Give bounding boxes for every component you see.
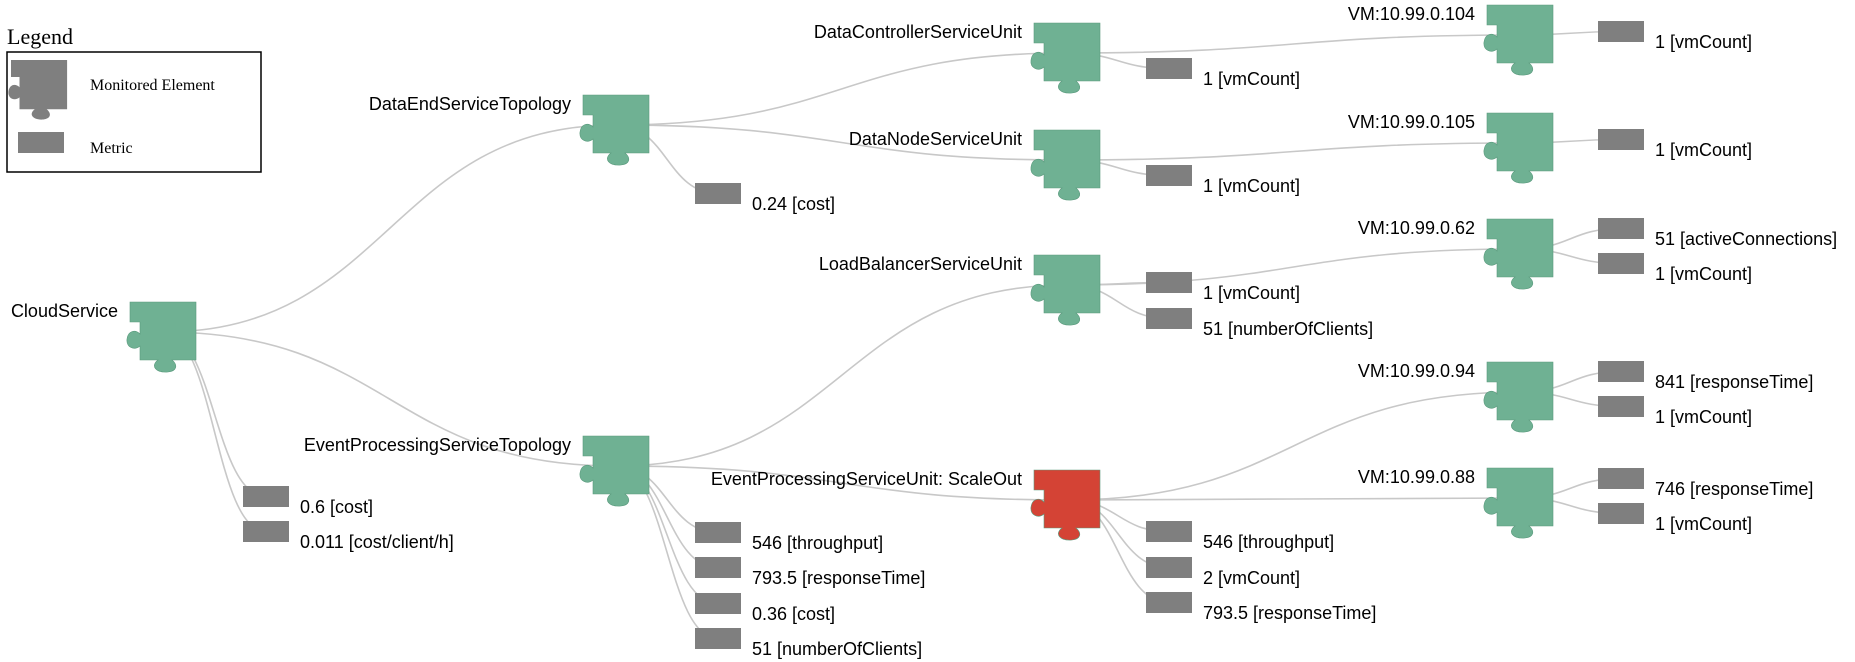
edge-dataend-datanode [615,124,1068,161]
monitored-element-eventproc[interactable] [579,435,650,507]
metric-box-m_vm94_vm[interactable] [1598,396,1644,417]
metric-box-m_dc_vm[interactable] [1146,58,1192,79]
metric-box-m_ep_noc[interactable] [695,628,741,649]
monitored-element-lb[interactable] [1030,254,1101,326]
metric-box-m_ep_rt[interactable] [695,557,741,578]
element-label-lb: LoadBalancerServiceUnit [819,254,1022,274]
metric-box-m_su_rt[interactable] [1146,592,1192,613]
metric-label-m_de_cost: 0.24 [cost] [752,194,835,214]
element-label-vm88: VM:10.99.0.88 [1358,467,1475,487]
monitored-element-datactrl[interactable] [1030,22,1101,94]
metric-box-m_vm88_vm[interactable] [1598,503,1644,524]
element-label-vm105: VM:10.99.0.105 [1348,112,1475,132]
edge-datactrl-vm104 [1066,34,1521,54]
metric-label-m_ep_tp: 546 [throughput] [752,533,883,553]
puzzle-icon [1483,218,1554,290]
metric-box-m_vm62_ac[interactable] [1598,218,1644,239]
element-label-epsu: EventProcessingServiceUnit: ScaleOut [711,469,1022,489]
edge-eventproc-epsu [615,465,1068,501]
metric-label-m_vm62_vm: 1 [vmCount] [1655,264,1752,284]
monitored-element-vm88[interactable] [1483,467,1554,539]
edge-cloud-dataend [162,124,617,333]
monitored-element-datanode[interactable] [1030,129,1101,201]
metric-label-m_vm88_rt: 746 [responseTime] [1655,479,1813,499]
metric-label-m_ep_noc: 51 [numberOfClients] [752,639,922,659]
monitored-element-vm62[interactable] [1483,218,1554,290]
metric-box-m_su_vm[interactable] [1146,557,1192,578]
metric-label-m_lb_vm: 1 [vmCount] [1203,283,1300,303]
element-label-datanode: DataNodeServiceUnit [849,129,1022,149]
metric-label-m_dc_vm: 1 [vmCount] [1203,69,1300,89]
elements-layer: CloudService DataEndServiceTopologyEventP… [11,4,1554,541]
metric-box-m_ep_cost[interactable] [695,593,741,614]
puzzle-icon [1483,467,1554,539]
metric-label-m_vm105_vm: 1 [vmCount] [1655,140,1752,160]
element-label-cloud: CloudService [11,301,118,321]
puzzle-icon [1030,254,1101,326]
metric-label-m_vm88_vm: 1 [vmCount] [1655,514,1752,534]
element-label-vm62: VM:10.99.0.62 [1358,218,1475,238]
metric-box-m_vm94_rt[interactable] [1598,361,1644,382]
edge-epsu-vm94 [1066,391,1521,501]
monitored-element-vm104[interactable] [1483,4,1554,76]
monitored-element-cloud[interactable] [126,301,197,373]
metric-box-m_de_cost[interactable] [695,183,741,204]
monitored-element-dataend[interactable] [579,94,650,166]
metric-box-m_cloud_cost[interactable] [243,486,289,507]
metric-label-m_lb_noc: 51 [numberOfClients] [1203,319,1373,339]
metric-label-m_cloud_cch: 0.011 [cost/client/h] [300,532,454,552]
metric-label-m_cloud_cost: 0.6 [cost] [300,497,373,517]
monitored-element-vm94[interactable] [1483,361,1554,433]
metric-label-m_su_rt: 793.5 [responseTime] [1203,603,1376,623]
metric-label-m_dn_vm: 1 [vmCount] [1203,176,1300,196]
legend-title: Legend [7,24,73,49]
element-label-vm104: VM:10.99.0.104 [1348,4,1475,24]
metric-label-m_vm62_ac: 51 [activeConnections] [1655,229,1837,249]
puzzle-icon [579,94,650,166]
legend: Legend Monitored Element Metric [6,24,262,173]
edge-datanode-vm105 [1066,142,1521,161]
metric-box-m_ep_tp[interactable] [695,522,741,543]
metric-label-m_vm104_vm: 1 [vmCount] [1655,32,1752,52]
puzzle-icon [1483,361,1554,433]
metric-box-m_vm104_vm[interactable] [1598,21,1644,42]
metric-label-m_vm94_rt: 841 [responseTime] [1655,372,1813,392]
puzzle-icon [1030,22,1101,94]
puzzle-icon [1483,112,1554,184]
metric-label-m_vm94_vm: 1 [vmCount] [1655,407,1752,427]
metric-box-m_lb_noc[interactable] [1146,308,1192,329]
metric-box-m_vm62_vm[interactable] [1598,253,1644,274]
element-label-datactrl: DataControllerServiceUnit [814,22,1022,42]
puzzle-icon [1030,469,1101,541]
metric-box-m_vm105_vm[interactable] [1598,129,1644,150]
metric-box-m_su_tp[interactable] [1146,521,1192,542]
edge-eventproc-lb [615,284,1068,467]
legend-metric-label: Metric [90,140,133,157]
metric-label-m_ep_rt: 793.5 [responseTime] [752,568,925,588]
element-label-dataend: DataEndServiceTopology [369,94,571,114]
metric-box-m_dn_vm[interactable] [1146,165,1192,186]
metric-box-m_cloud_cch[interactable] [243,521,289,542]
legend-metric-icon [18,132,64,153]
edge-dataend-datactrl [615,52,1068,126]
metrics-layer: 0.6 [cost] 0.011 [cost/client/h] 0.24 [cos… [243,21,1837,659]
edge-lb-vm62 [1066,248,1521,286]
metric-box-m_lb_vm[interactable] [1146,272,1192,293]
legend-element-label: Monitored Element [90,77,215,94]
monitored-element-vm105[interactable] [1483,112,1554,184]
puzzle-icon [1483,4,1554,76]
puzzle-icon [126,301,197,373]
puzzle-icon [1030,129,1101,201]
edge-epsu-vm88 [1066,497,1521,501]
monitored-element-epsu[interactable] [1030,469,1101,541]
metric-label-m_su_vm: 2 [vmCount] [1203,568,1300,588]
element-label-vm94: VM:10.99.0.94 [1358,361,1475,381]
element-label-eventproc: EventProcessingServiceTopology [304,435,571,455]
puzzle-icon [579,435,650,507]
edge-cloud-eventproc [162,331,617,467]
metric-box-m_vm88_rt[interactable] [1598,468,1644,489]
metric-label-m_ep_cost: 0.36 [cost] [752,604,835,624]
metric-label-m_su_tp: 546 [throughput] [1203,532,1334,552]
